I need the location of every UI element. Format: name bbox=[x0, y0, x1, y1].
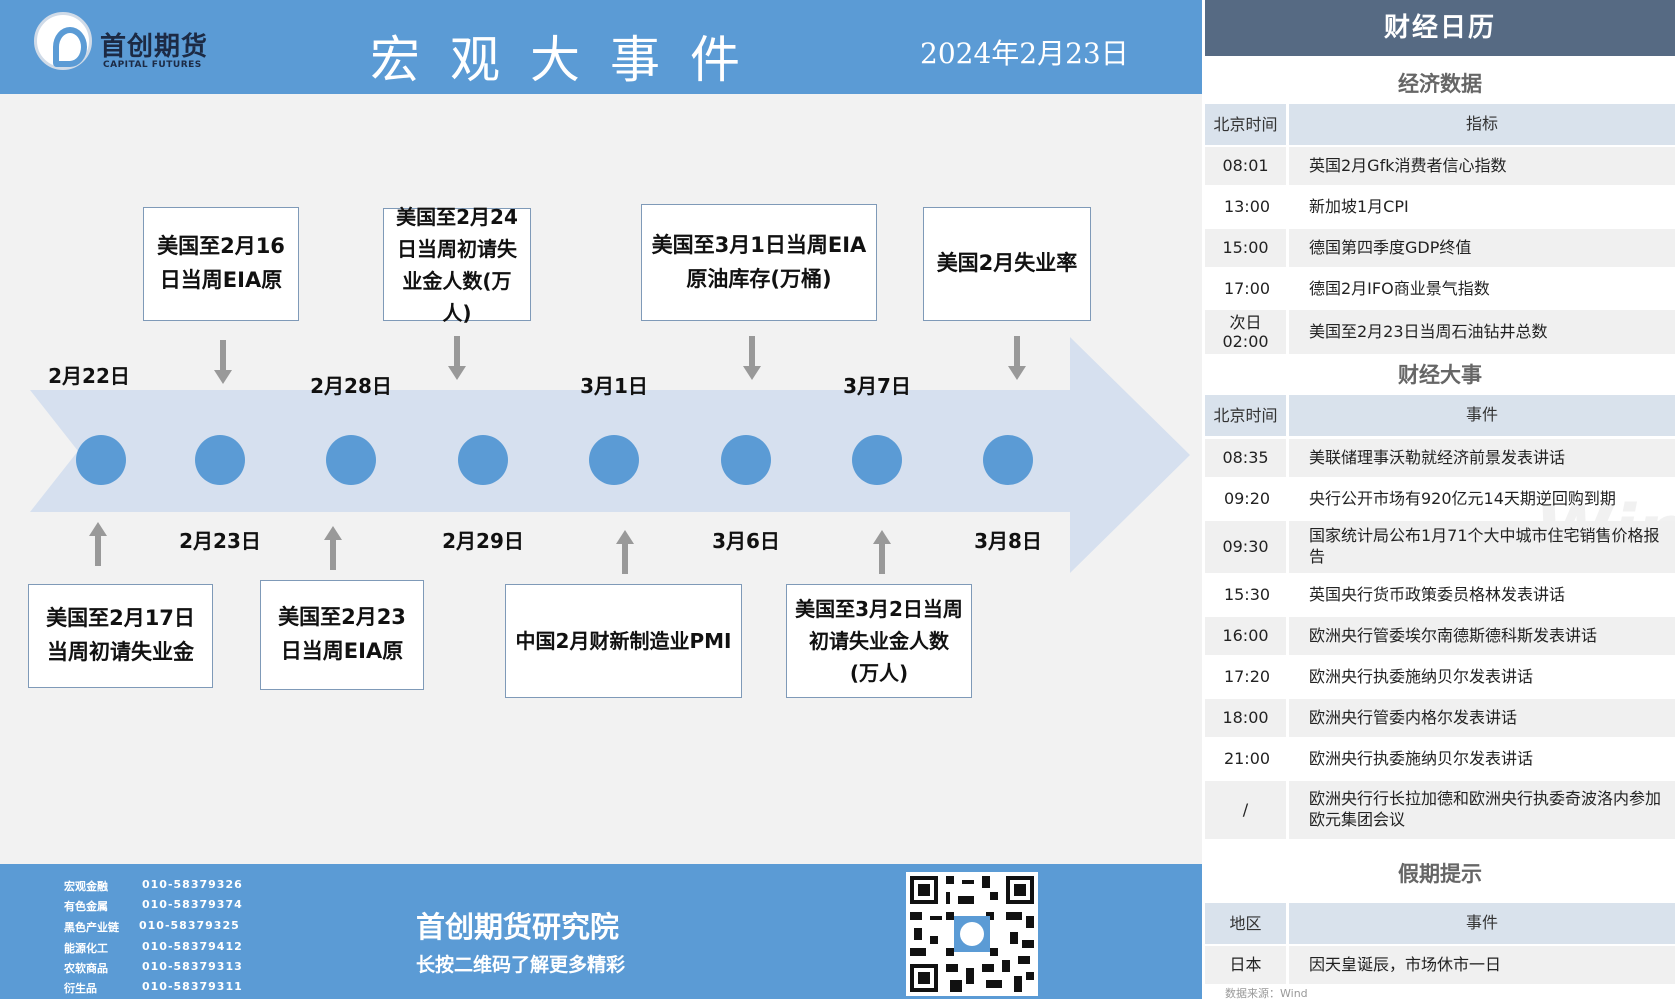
timeline-dot bbox=[326, 435, 376, 485]
timeline-arrow-band bbox=[30, 337, 1190, 573]
event-box: 美国至3月1日当周EIA原油库存(万桶) bbox=[641, 204, 877, 321]
arrow-down-icon bbox=[1008, 336, 1026, 380]
footer-org-name: 首创期货研究院 bbox=[416, 910, 620, 944]
page-date: 2024年2月23日 bbox=[920, 37, 1129, 70]
table-header: 地区 事件 bbox=[1205, 903, 1675, 944]
timeline-date: 3月7日 bbox=[843, 374, 911, 398]
timeline-date: 3月8日 bbox=[974, 529, 1042, 553]
data-source-note: 数据来源：Wind bbox=[1225, 987, 1308, 999]
timeline-dot bbox=[721, 435, 771, 485]
table-row: /欧洲央行行长拉加德和欧洲央行执委奇波洛内参加欧元集团会议 bbox=[1205, 781, 1675, 839]
timeline-dot bbox=[589, 435, 639, 485]
arrow-up-icon bbox=[89, 522, 107, 566]
footer-tagline: 长按二维码了解更多精彩 bbox=[416, 954, 626, 976]
timeline-date: 3月6日 bbox=[712, 529, 780, 553]
timeline-date: 2月29日 bbox=[442, 529, 524, 553]
timeline-dot bbox=[195, 435, 245, 485]
qr-code-icon[interactable] bbox=[906, 872, 1038, 996]
arrow-down-icon bbox=[448, 336, 466, 380]
timeline-date: 2月23日 bbox=[179, 529, 261, 553]
logo-name-cn: 首创期货 bbox=[100, 32, 209, 62]
table-header: 北京时间 指标 bbox=[1205, 104, 1675, 145]
section-title-econ: 经济数据 bbox=[1398, 72, 1482, 96]
calendar-title: 财经日历 bbox=[1205, 0, 1675, 56]
timeline: 2月22日 2月28日 3月1日 3月7日 2月23日 2月29日 3月6日 3… bbox=[28, 204, 1190, 698]
section-title-holiday: 假期提示 bbox=[1398, 862, 1482, 886]
logo-name-en: CAPITAL FUTURES bbox=[103, 60, 202, 70]
event-box: 美国2月失业率 bbox=[923, 207, 1091, 321]
timeline-dot bbox=[76, 435, 126, 485]
event-box: 美国至2月24日当周初请失业金人数(万人) bbox=[383, 205, 531, 325]
header-bar: 首创期货 CAPITAL FUTURES 宏观大事件 2024年2月23日 bbox=[0, 0, 1202, 94]
company-logo-icon bbox=[34, 12, 92, 70]
timeline-date: 2月28日 bbox=[310, 374, 392, 398]
timeline-date: 3月1日 bbox=[580, 374, 648, 398]
page-title: 宏观大事件 bbox=[370, 31, 770, 89]
event-box: 美国至3月2日当周初请失业金人数(万人) bbox=[786, 584, 972, 698]
section-title-events: 财经大事 bbox=[1398, 363, 1482, 387]
finance-calendar-panel: 财经日历 Win.d 经济数据 北京时间 指标 08:01英国2月Gfk消费者信… bbox=[1205, 0, 1675, 999]
timeline-dot bbox=[983, 435, 1033, 485]
arrow-up-icon bbox=[324, 526, 342, 570]
timeline-dot bbox=[852, 435, 902, 485]
arrow-up-icon bbox=[873, 530, 891, 574]
arrow-down-icon bbox=[743, 336, 761, 380]
event-box: 美国至2月23日当周EIA原 bbox=[260, 580, 424, 690]
table-header: 北京时间 事件 bbox=[1205, 395, 1675, 436]
timeline-date: 2月22日 bbox=[48, 364, 130, 388]
timeline-dot bbox=[458, 435, 508, 485]
event-box: 美国至2月17日当周初请失业金 bbox=[28, 584, 213, 688]
table-row: 日本因天皇诞辰，市场休市一日 bbox=[1205, 946, 1675, 984]
macro-events-panel: 首创期货 CAPITAL FUTURES 宏观大事件 2024年2月23日 2月… bbox=[0, 0, 1202, 999]
arrow-up-icon bbox=[616, 530, 634, 574]
arrow-down-icon bbox=[214, 340, 232, 384]
event-box: 美国至2月16日当周EIA原 bbox=[143, 207, 299, 321]
event-box: 中国2月财新制造业PMI bbox=[505, 584, 742, 698]
